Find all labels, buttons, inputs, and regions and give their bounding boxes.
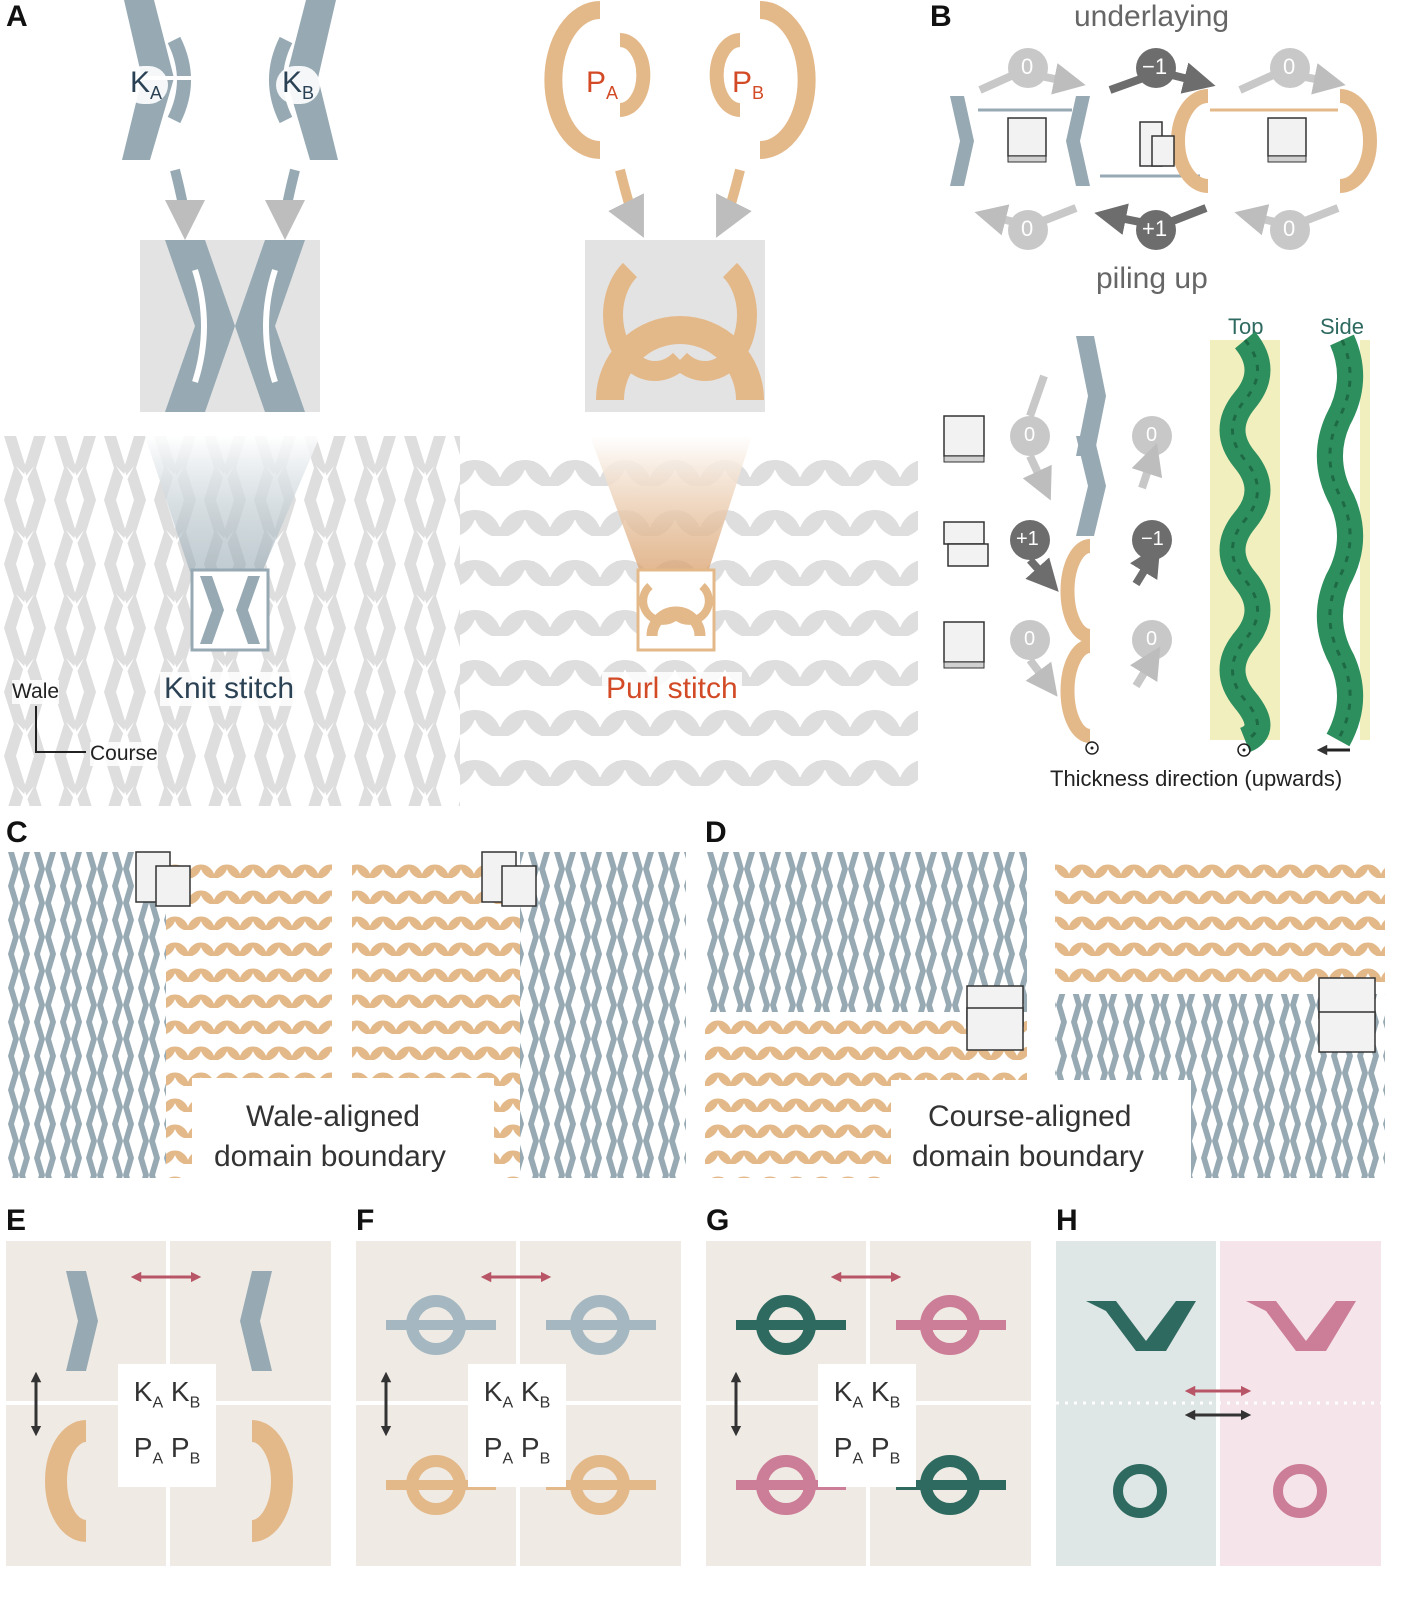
rot-top-0: 0 bbox=[1021, 54, 1034, 79]
grid-labels-e: KA KB PA PB bbox=[118, 1364, 216, 1488]
pile-right-0: 0 bbox=[1146, 424, 1158, 446]
course-boundary-line1: Course-aligned bbox=[928, 1100, 1132, 1133]
grid-labels-f: KA KB PA PB bbox=[468, 1364, 566, 1488]
panel-e-grid bbox=[6, 1241, 331, 1566]
top-view-label: Top bbox=[1228, 314, 1264, 339]
panel-f-grid bbox=[356, 1241, 681, 1566]
pile-right-1: −1 bbox=[1141, 528, 1164, 550]
purl-stitch-box bbox=[636, 568, 716, 652]
pile-left-1: +1 bbox=[1016, 528, 1039, 550]
rot-bottom-1: +1 bbox=[1142, 216, 1168, 241]
knit-merge bbox=[140, 168, 320, 412]
rot-top-1: −1 bbox=[1142, 54, 1168, 79]
knit-stitch-label: Knit stitch bbox=[160, 672, 299, 706]
purl-merge bbox=[585, 168, 765, 412]
pile-left-0: 0 bbox=[1024, 424, 1036, 446]
underlaying-diagram bbox=[950, 89, 1377, 193]
grid-labels-g: KA KB PA PB bbox=[818, 1364, 916, 1488]
purl-b-label: PB bbox=[726, 66, 771, 104]
rot-bottom-2: 0 bbox=[1283, 216, 1296, 241]
wale-course-axis bbox=[35, 706, 86, 753]
purl-loops-top bbox=[544, 1, 816, 159]
purl-a-label: PA bbox=[580, 66, 625, 104]
thickness-marks bbox=[1237, 743, 1350, 757]
wale-boundary-line1: Wale-aligned bbox=[246, 1100, 420, 1133]
course-boundary-line2: domain boundary bbox=[912, 1140, 1144, 1173]
rotation-arrows-underlaying bbox=[974, 48, 1346, 250]
side-view-label: Side bbox=[1320, 314, 1365, 339]
knit-a-label: KA bbox=[124, 66, 169, 104]
panel-h-grid bbox=[1056, 1241, 1381, 1566]
panel-a-fabric bbox=[0, 436, 918, 806]
panel-label-f: F bbox=[356, 1204, 375, 1237]
purl-stitch-label: Purl stitch bbox=[602, 672, 742, 706]
thickness-direction-label: Thickness direction (upwards) bbox=[1050, 766, 1343, 791]
piling-up-diagram bbox=[943, 336, 1172, 755]
panel-label-d: D bbox=[705, 816, 727, 849]
panel-label-a: A bbox=[6, 0, 28, 33]
panel-label-h: H bbox=[1056, 1204, 1078, 1237]
panel-label-e: E bbox=[6, 1204, 27, 1237]
axis-course-label: Course bbox=[90, 742, 158, 766]
photo-top-view bbox=[1210, 331, 1280, 753]
piling-up-label: piling up bbox=[1096, 262, 1208, 295]
axis-wale-label: Wale bbox=[12, 680, 60, 704]
underlaying-label: underlaying bbox=[1074, 0, 1230, 33]
panel-label-c: C bbox=[6, 816, 28, 849]
knit-b-label: KB bbox=[276, 66, 321, 104]
wale-boundary-line2: domain boundary bbox=[214, 1140, 446, 1173]
pile-right-2: 0 bbox=[1146, 628, 1158, 650]
photo-side-view bbox=[1302, 334, 1372, 747]
pile-left-2: 0 bbox=[1024, 628, 1036, 650]
rot-bottom-0: 0 bbox=[1021, 216, 1034, 241]
panel-c-fabric bbox=[6, 851, 686, 1178]
panel-d-fabric bbox=[705, 852, 1385, 1178]
panel-label-b: B bbox=[930, 0, 952, 33]
rot-top-2: 0 bbox=[1283, 54, 1296, 79]
panel-label-g: G bbox=[706, 1204, 730, 1237]
